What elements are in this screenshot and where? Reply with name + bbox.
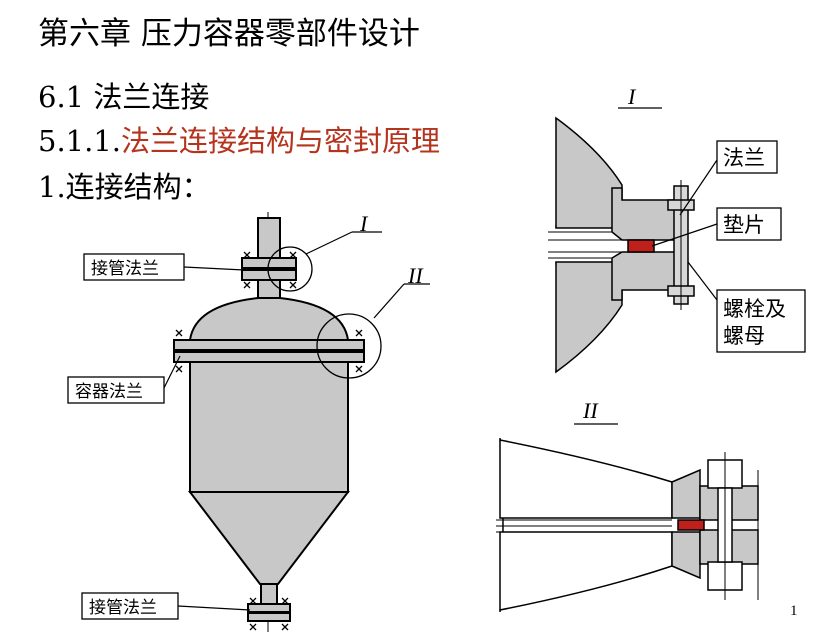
leader-bolt-nut (687, 261, 718, 301)
label-box-top-nozzle-flange (83, 253, 185, 281)
subsection-number: 5.1.1. (38, 124, 122, 158)
vessel-cone (187, 491, 351, 585)
detail-II-heading: II (582, 398, 599, 423)
bottom-nozzle-flange-upper (247, 603, 291, 613)
vessel-shell (189, 361, 349, 493)
label-vessel-flange: 容器法兰 (75, 382, 143, 402)
leader-flange (679, 159, 718, 216)
vessel-figure (173, 212, 365, 632)
leader-gasket (651, 223, 718, 247)
subsection-title: 法兰连接结构与密封原理 (121, 124, 441, 158)
detail-I-drawing (548, 116, 695, 374)
leader-vessel-flange (163, 355, 181, 389)
bolt-marks (175, 251, 363, 631)
leader-top-nozzle-flange (183, 266, 245, 271)
leader-bottom-nozzle-flange (177, 605, 251, 611)
label-bolt-line1: 螺栓及 (723, 297, 786, 321)
slide-title: 第六章 压力容器零部件设计 (38, 16, 420, 52)
vessel-top-head (188, 297, 350, 341)
bottom-nozzle-flange-lower (247, 612, 291, 622)
leader-I (305, 231, 353, 255)
detail-circle-II (316, 313, 382, 379)
label-flange: 法兰 (723, 146, 765, 170)
detail-mark-I: I (359, 211, 369, 236)
label-box-flange (716, 140, 778, 174)
detail-circle-I (267, 246, 313, 292)
leader-II (373, 283, 405, 319)
subsection-heading: 5.1.1.法兰连接结构与密封原理 (38, 118, 440, 160)
label-box-vessel-flange (67, 376, 165, 404)
label-gasket: 垫片 (723, 213, 765, 237)
section-heading-flange-connection: 6.1 法兰连接 (38, 80, 210, 114)
label-box-bolt-nut (716, 289, 806, 353)
page-number: 1 (790, 603, 798, 619)
detail-I-heading: I (627, 84, 637, 109)
detail-II-drawing (496, 437, 759, 613)
detail-mark-II: II (407, 263, 424, 288)
vessel-flange-lower (173, 351, 365, 363)
vessel-flange-upper (173, 339, 365, 351)
connection-structure-heading: 1.连接结构： (38, 170, 211, 204)
bottom-nozzle (260, 583, 278, 605)
label-box-bottom-nozzle-flange (81, 592, 179, 620)
label-bottom-nozzle-flange: 接管法兰 (89, 598, 157, 618)
label-bolt-line2: 螺母 (723, 324, 765, 348)
label-top-nozzle-flange: 接管法兰 (91, 259, 159, 279)
